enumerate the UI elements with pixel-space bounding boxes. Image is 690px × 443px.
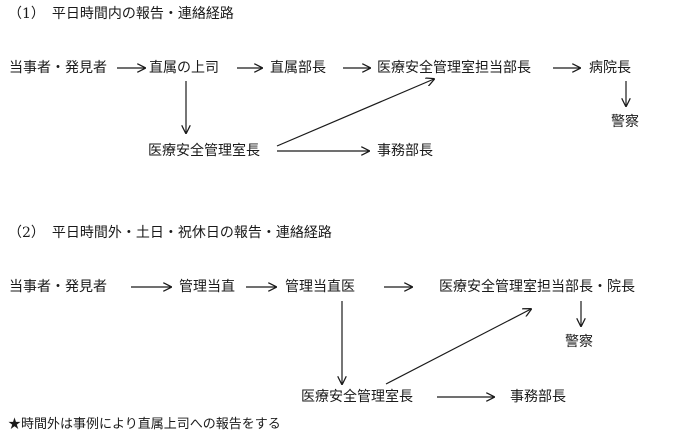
section-2-heading: （2） 平日時間外・土日・祝休日の報告・連絡経路 — [8, 225, 332, 241]
s2-node-duty-manager: 管理当直 — [179, 279, 235, 295]
section-1-heading: （1） 平日時間内の報告・連絡経路 — [8, 6, 234, 22]
s2-node-safety-head-director: 医療安全管理室担当部長・院長 — [439, 279, 635, 295]
footnote: ★時間外は事例により直属上司への報告をする — [8, 417, 281, 432]
s1-node-admin-head: 事務部長 — [377, 143, 433, 159]
s2-node-reporter: 当事者・発見者 — [9, 279, 107, 295]
s1-node-police: 警察 — [611, 114, 639, 130]
s1-node-reporter: 当事者・発見者 — [9, 60, 107, 76]
s1-node-safety-chief: 医療安全管理室長 — [148, 143, 260, 159]
s2-node-police: 警察 — [565, 334, 593, 350]
s1-node-direct-boss: 直属の上司 — [149, 60, 219, 76]
arrow-s2-safety-chief-to-safety-head — [385, 309, 531, 385]
arrow-s1-safety-chief-to-safety-head — [276, 79, 434, 147]
s1-node-safety-head: 医療安全管理室担当部長 — [377, 60, 531, 76]
s2-node-safety-chief: 医療安全管理室長 — [301, 389, 413, 405]
s1-node-dept-head: 直属部長 — [270, 60, 326, 76]
s2-node-admin-head: 事務部長 — [510, 389, 566, 405]
s1-node-director: 病院長 — [589, 60, 631, 76]
s2-node-duty-doctor: 管理当直医 — [285, 279, 355, 295]
